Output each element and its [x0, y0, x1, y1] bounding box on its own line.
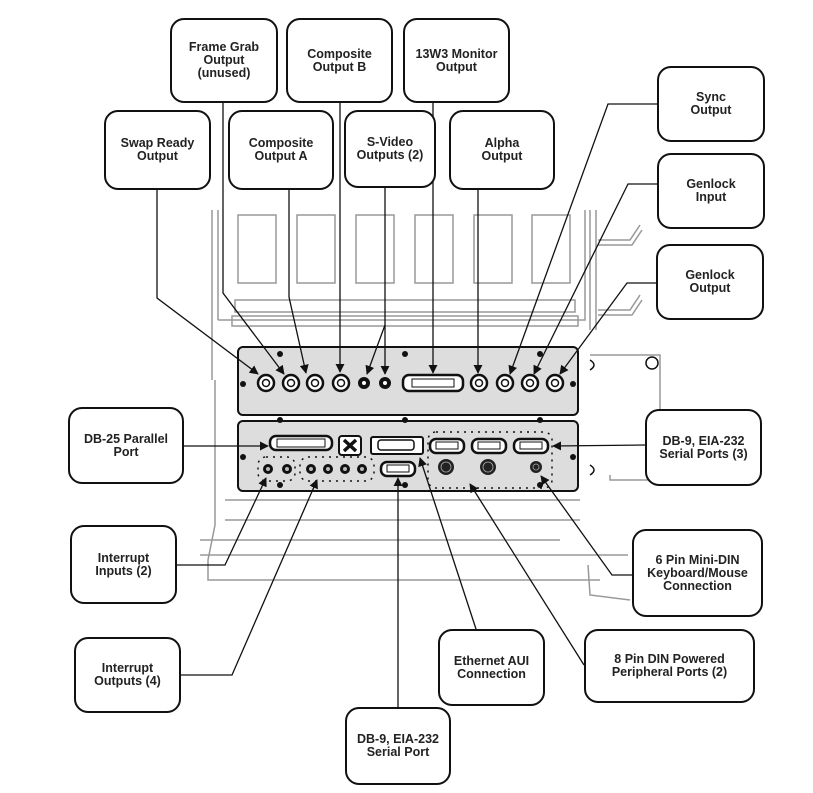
bnc-connector — [520, 373, 540, 393]
callout-composite-output-a: Composite Output A — [228, 110, 334, 190]
bnc-connector — [545, 373, 565, 393]
bnc-connector — [281, 373, 301, 393]
db9-connector — [428, 437, 466, 455]
leader-line-genlock-out — [559, 282, 656, 375]
callout-s-video-outputs: S-Video Outputs (2) — [344, 110, 436, 188]
panel-screw — [537, 482, 543, 488]
callout-mini-din-keyboard-mouse: 6 Pin Mini-DIN Keyboard/Mouse Connection — [632, 529, 763, 617]
aui-connector — [370, 436, 424, 455]
callout-composite-output-b: Composite Output B — [286, 18, 393, 103]
callout-interrupt-inputs: Interrupt Inputs (2) — [70, 525, 177, 604]
callout-sync-output: Sync Output — [657, 66, 765, 142]
bnc-connector — [256, 373, 276, 393]
callout-13w3-monitor-output: 13W3 Monitor Output — [403, 18, 510, 103]
bnc-connector — [495, 373, 515, 393]
callout-frame-grab-output: Frame Grab Output (unused) — [170, 18, 278, 103]
panel-screw — [402, 351, 408, 357]
interrupt-jack — [306, 464, 316, 474]
panel-screw — [240, 381, 246, 387]
interrupt-jack — [323, 464, 333, 474]
panel-screw — [402, 482, 408, 488]
leader-line-genlock-in — [533, 183, 657, 375]
callout-swap-ready-output: Swap Ready Output — [104, 110, 211, 190]
db9-connector — [512, 437, 550, 455]
leader-line-composite-a — [288, 190, 309, 374]
leader-line-db9-3 — [552, 441, 646, 451]
callout-db25-parallel-port: DB-25 Parallel Port — [68, 407, 184, 484]
din8-connector — [480, 459, 496, 475]
callout-ethernet-aui: Ethernet AUI Connection — [438, 629, 545, 706]
callout-db9-serial-ports-3: DB-9, EIA-232 Serial Ports (3) — [645, 409, 762, 486]
db25-connector — [268, 434, 334, 452]
chassis-outline — [200, 210, 661, 601]
mini-din-connector — [530, 461, 542, 473]
callout-alpha-output: Alpha Output — [449, 110, 555, 190]
panel-screw — [537, 351, 543, 357]
panel-screw — [537, 417, 543, 423]
leader-line-din-8 — [469, 483, 585, 666]
din8-connector — [438, 459, 454, 475]
bnc-connector — [305, 373, 325, 393]
callout-din-powered-peripheral: 8 Pin DIN Powered Peripheral Ports (2) — [584, 629, 755, 703]
panel-screw — [240, 454, 246, 460]
interrupt-jack — [282, 464, 292, 474]
callout-genlock-input: Genlock Input — [657, 153, 765, 229]
blank-cover — [338, 435, 362, 456]
connector-group-outline — [299, 456, 375, 482]
leader-line-interrupt-out — [181, 479, 318, 676]
callout-genlock-output: Genlock Output — [656, 244, 764, 320]
panel-screw — [277, 482, 283, 488]
s-video-connector — [358, 377, 370, 389]
bnc-connector — [469, 373, 489, 393]
connector-group-outline — [257, 456, 296, 482]
leader-line-interrupt-in — [177, 477, 267, 566]
callout-db9-serial-port: DB-9, EIA-232 Serial Port — [345, 707, 451, 785]
s-video-connector — [379, 377, 391, 389]
leader-line-swap-ready — [156, 190, 259, 375]
connector-group-outline — [427, 431, 553, 489]
leader-line-mini-din — [540, 475, 632, 576]
13w3-connector — [401, 373, 465, 393]
leader-line-frame-grab — [222, 103, 285, 375]
callout-interrupt-outputs: Interrupt Outputs (4) — [74, 637, 181, 713]
panel-screw — [402, 417, 408, 423]
panel-screw — [570, 381, 576, 387]
interrupt-jack — [357, 464, 367, 474]
interrupt-jack — [340, 464, 350, 474]
db9-connector — [379, 460, 417, 478]
panel-screw — [570, 454, 576, 460]
interrupt-jack — [263, 464, 273, 474]
bnc-connector — [331, 373, 351, 393]
leader-line-sync — [508, 103, 657, 375]
panel-screw — [277, 417, 283, 423]
panel-screw — [277, 351, 283, 357]
db9-connector — [470, 437, 508, 455]
leader-line-ethernet — [418, 457, 477, 630]
